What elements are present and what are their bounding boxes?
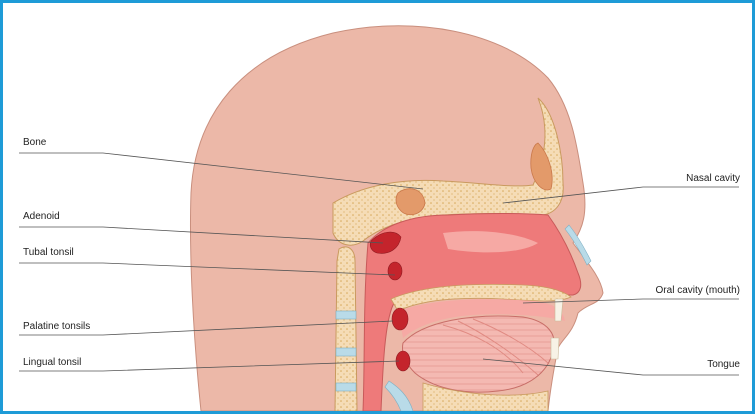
- palatine-tonsil-tissue: [392, 308, 408, 330]
- label-tubal-tonsil: Tubal tonsil: [23, 247, 74, 259]
- spinal-disc: [336, 383, 356, 391]
- label-bone: Bone: [23, 137, 46, 149]
- label-oral-cavity: Oral cavity (mouth): [656, 285, 740, 297]
- sphenoid-sinus: [396, 189, 425, 215]
- label-palatine-tonsils: Palatine tonsils: [23, 321, 90, 333]
- label-nasal-cavity: Nasal cavity: [686, 173, 740, 185]
- label-tongue: Tongue: [707, 359, 740, 371]
- head-anatomy-illustration: [3, 3, 752, 411]
- spinal-disc: [336, 311, 356, 319]
- label-lingual-tonsil: Lingual tonsil: [23, 357, 81, 369]
- label-adenoid: Adenoid: [23, 211, 60, 223]
- spinal-disc: [336, 348, 356, 356]
- tubal-tonsil-tissue: [388, 262, 402, 280]
